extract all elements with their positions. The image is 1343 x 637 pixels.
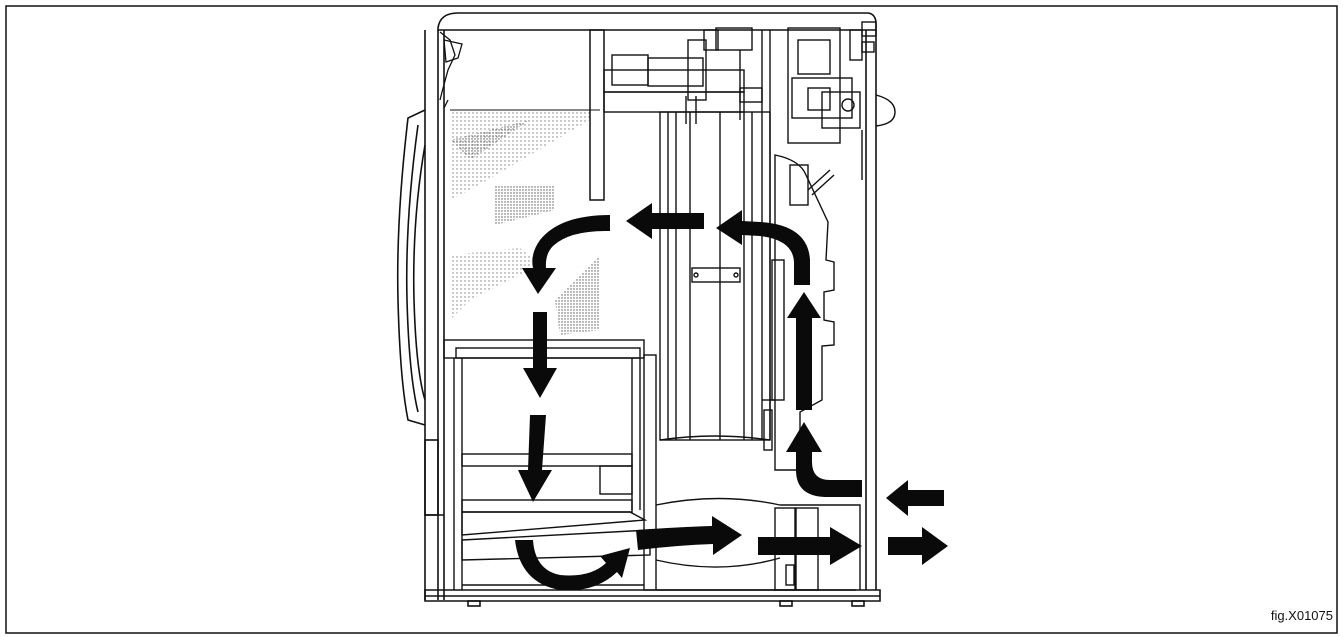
arrow-down-1	[523, 312, 557, 398]
drum-perforation	[450, 109, 600, 335]
arrow-up-right-mid	[787, 292, 821, 410]
foot-mid	[779, 600, 793, 607]
airflow-arrows	[515, 203, 948, 591]
motor-assembly	[603, 27, 763, 124]
arrow-right-1	[636, 516, 742, 555]
arrow-exhaust	[888, 527, 948, 565]
arrow-right-2	[758, 527, 862, 565]
curved-arrow-top-left	[522, 215, 610, 294]
control-module	[787, 21, 896, 180]
center-rod	[589, 29, 605, 201]
foot-right	[851, 600, 865, 607]
arrow-left-top	[626, 203, 704, 239]
curved-arrow-bottom	[515, 540, 630, 591]
fan-housing	[762, 154, 835, 471]
foot-left	[467, 600, 481, 607]
top-left-hinge	[439, 31, 463, 109]
front-door	[396, 109, 444, 516]
curved-arrow-bottom-right	[786, 422, 862, 497]
arrow-down-2	[518, 415, 552, 502]
figure-border	[5, 5, 1338, 634]
arrow-intake	[886, 480, 944, 516]
curved-arrow-top-right	[716, 210, 810, 285]
figure-caption: fig.X01075	[1270, 608, 1333, 623]
